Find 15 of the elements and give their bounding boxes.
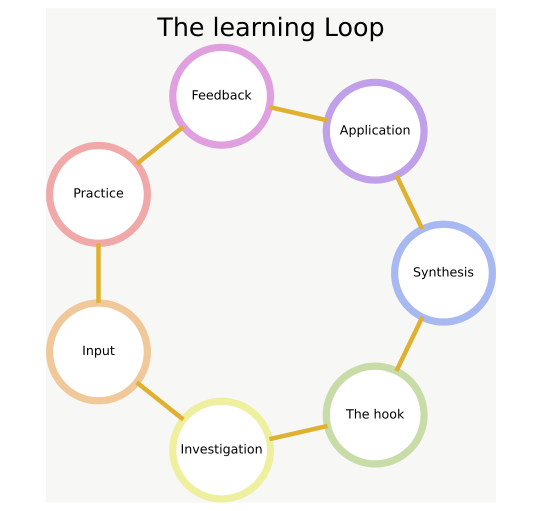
- connector: [268, 104, 328, 123]
- node-circle: Synthesis: [391, 220, 496, 326]
- connector: [268, 424, 328, 442]
- node-circle: Practice: [46, 142, 151, 247]
- node-circle: The hook: [322, 362, 428, 468]
- diagram-title: The learning Loop: [157, 12, 385, 42]
- node-circle: Feedback: [169, 44, 274, 149]
- connector: [135, 380, 185, 422]
- connector: [394, 316, 424, 372]
- connector: [96, 243, 101, 303]
- node-circle: Investigation: [169, 398, 274, 503]
- connector: [135, 124, 185, 166]
- node-circle: Application: [322, 78, 428, 184]
- connector: [394, 174, 424, 230]
- node-circle: Input: [46, 299, 151, 404]
